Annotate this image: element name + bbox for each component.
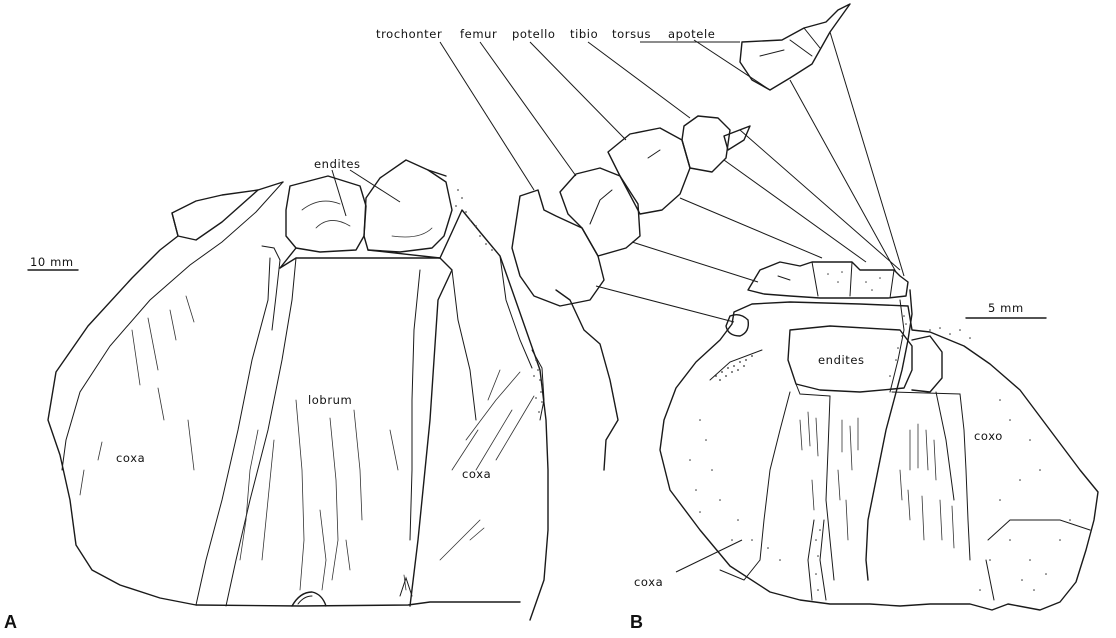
panel-label-b: B: [630, 612, 643, 632]
panel-b-drawing: [660, 262, 1098, 610]
panel-a-drawing: [48, 160, 618, 620]
endite-left-a: [286, 176, 366, 252]
leg-segment-patella: [608, 128, 690, 214]
label-coxa-lower-b: coxa: [634, 575, 663, 589]
label-coxa-left-a: coxa: [116, 451, 145, 465]
b-leg-row: [748, 262, 908, 298]
label-femur: femur: [460, 27, 497, 41]
right-coxa-outline: [440, 210, 548, 620]
left-coxa-outline: [48, 182, 283, 605]
leg-segment-tibia: [682, 116, 730, 172]
endites-a-leader-left: [332, 170, 346, 216]
leg-segment-trochanter: [512, 190, 604, 306]
label-coxa-right-a: coxa: [462, 467, 491, 481]
label-coxa-right-b: coxo: [974, 429, 1003, 443]
left-coxa-lobe: [172, 190, 258, 240]
label-patella: potello: [512, 27, 556, 41]
label-tibia: tibio: [570, 27, 598, 41]
panel-label-a: A: [4, 612, 17, 632]
b-body-outline: [660, 302, 1098, 610]
labrum-outline: [280, 258, 452, 606]
label-tarsus: torsus: [612, 27, 651, 41]
leg-segment-femur: [560, 168, 640, 256]
label-scale-b: 5 mm: [988, 301, 1024, 315]
leader-lines: [440, 32, 904, 322]
label-apotele: apotele: [668, 27, 715, 41]
left-coxa-inner-line: [196, 258, 270, 605]
label-labrum: lobrum: [308, 393, 352, 407]
label-endites-b: endites: [818, 353, 865, 367]
b-knob: [726, 315, 748, 336]
label-trochanter: trochonter: [376, 27, 442, 41]
endites-a-leader-right: [350, 170, 400, 202]
label-endites-a: endites: [314, 157, 361, 171]
b-endite-right: [912, 336, 942, 392]
label-scale-a: 10 mm: [30, 255, 74, 269]
stipple-strip-a: [455, 189, 543, 413]
apotele-detail: [740, 4, 850, 90]
panel-a-leg: [512, 116, 750, 306]
